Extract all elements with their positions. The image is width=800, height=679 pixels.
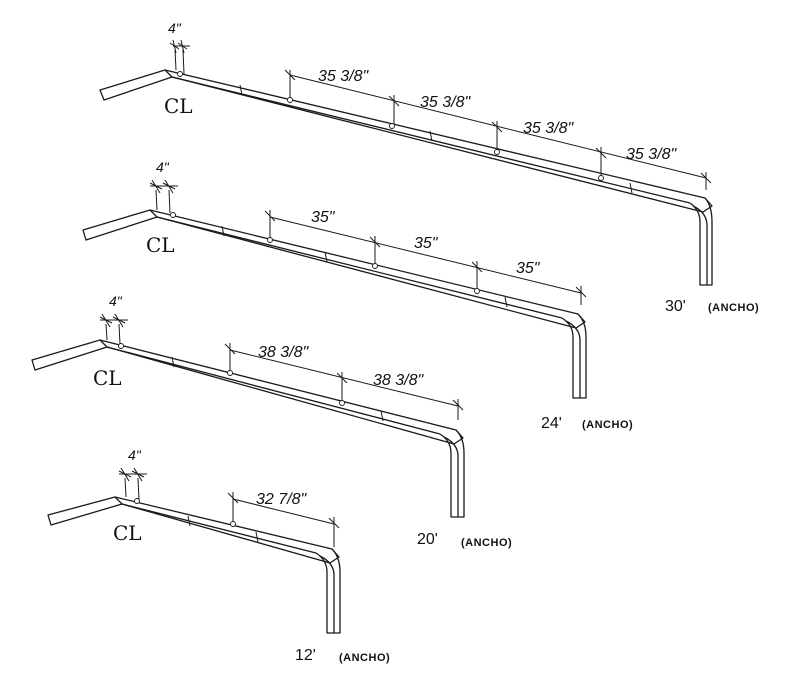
frame-30-width-note: (ANCHO) [708, 302, 759, 314]
frame-24-spacing-2: 35" [414, 235, 439, 252]
frame-30-spacing-1: 35 3/8" [318, 68, 369, 85]
frame-24-centerline: CL [146, 233, 175, 257]
frame-30-width-label: 30' [665, 298, 686, 315]
frame-12: 4" CL 32 7/8" 12' (ANCHO) [47, 447, 390, 664]
frame-12-beam [47, 496, 341, 634]
frame-30: 4" CL 35 3/8" 35 3/8" 35 3/8" 35 3/8" 30… [99, 20, 759, 315]
frame-20-width-note: (ANCHO) [461, 537, 512, 549]
frame-24-offset-label: 4" [156, 159, 170, 175]
frame-24-spacing-3: 35" [516, 260, 541, 277]
frame-24-width-label: 24' [541, 415, 562, 432]
frame-20-beam [31, 339, 465, 518]
frame-30-beam [99, 69, 713, 286]
frame-20-spacing-1: 38 3/8" [258, 344, 309, 361]
frame-24-beam [82, 209, 587, 399]
frame-24-spacing-1: 35" [311, 209, 336, 226]
frame-20-spacing-2: 38 3/8" [373, 372, 424, 389]
frame-30-spacing-2: 35 3/8" [420, 94, 471, 111]
frame-30-spacing-3: 35 3/8" [523, 120, 574, 137]
frame-12-width-note: (ANCHO) [339, 652, 390, 664]
frame-12-centerline: CL [113, 521, 142, 545]
frame-20: 4" CL 38 3/8" 38 3/8" 20' (ANCHO) [31, 293, 512, 549]
frame-20-width-label: 20' [417, 531, 438, 548]
frame-12-offset-label: 4" [128, 447, 142, 463]
frame-12-spacing-1: 32 7/8" [256, 491, 307, 508]
frame-30-centerline: CL [164, 94, 193, 118]
frame-24: 4" CL 35" 35" 35" 24' (ANCHO) [82, 159, 633, 432]
frame-12-width-label: 12' [295, 647, 316, 664]
frame-20-offset-label: 4" [109, 293, 123, 309]
frame-30-spacing-4: 35 3/8" [626, 146, 677, 163]
frame-24-width-note: (ANCHO) [582, 419, 633, 431]
frame-30-offset-label: 4" [168, 20, 182, 36]
frame-20-centerline: CL [93, 366, 122, 390]
